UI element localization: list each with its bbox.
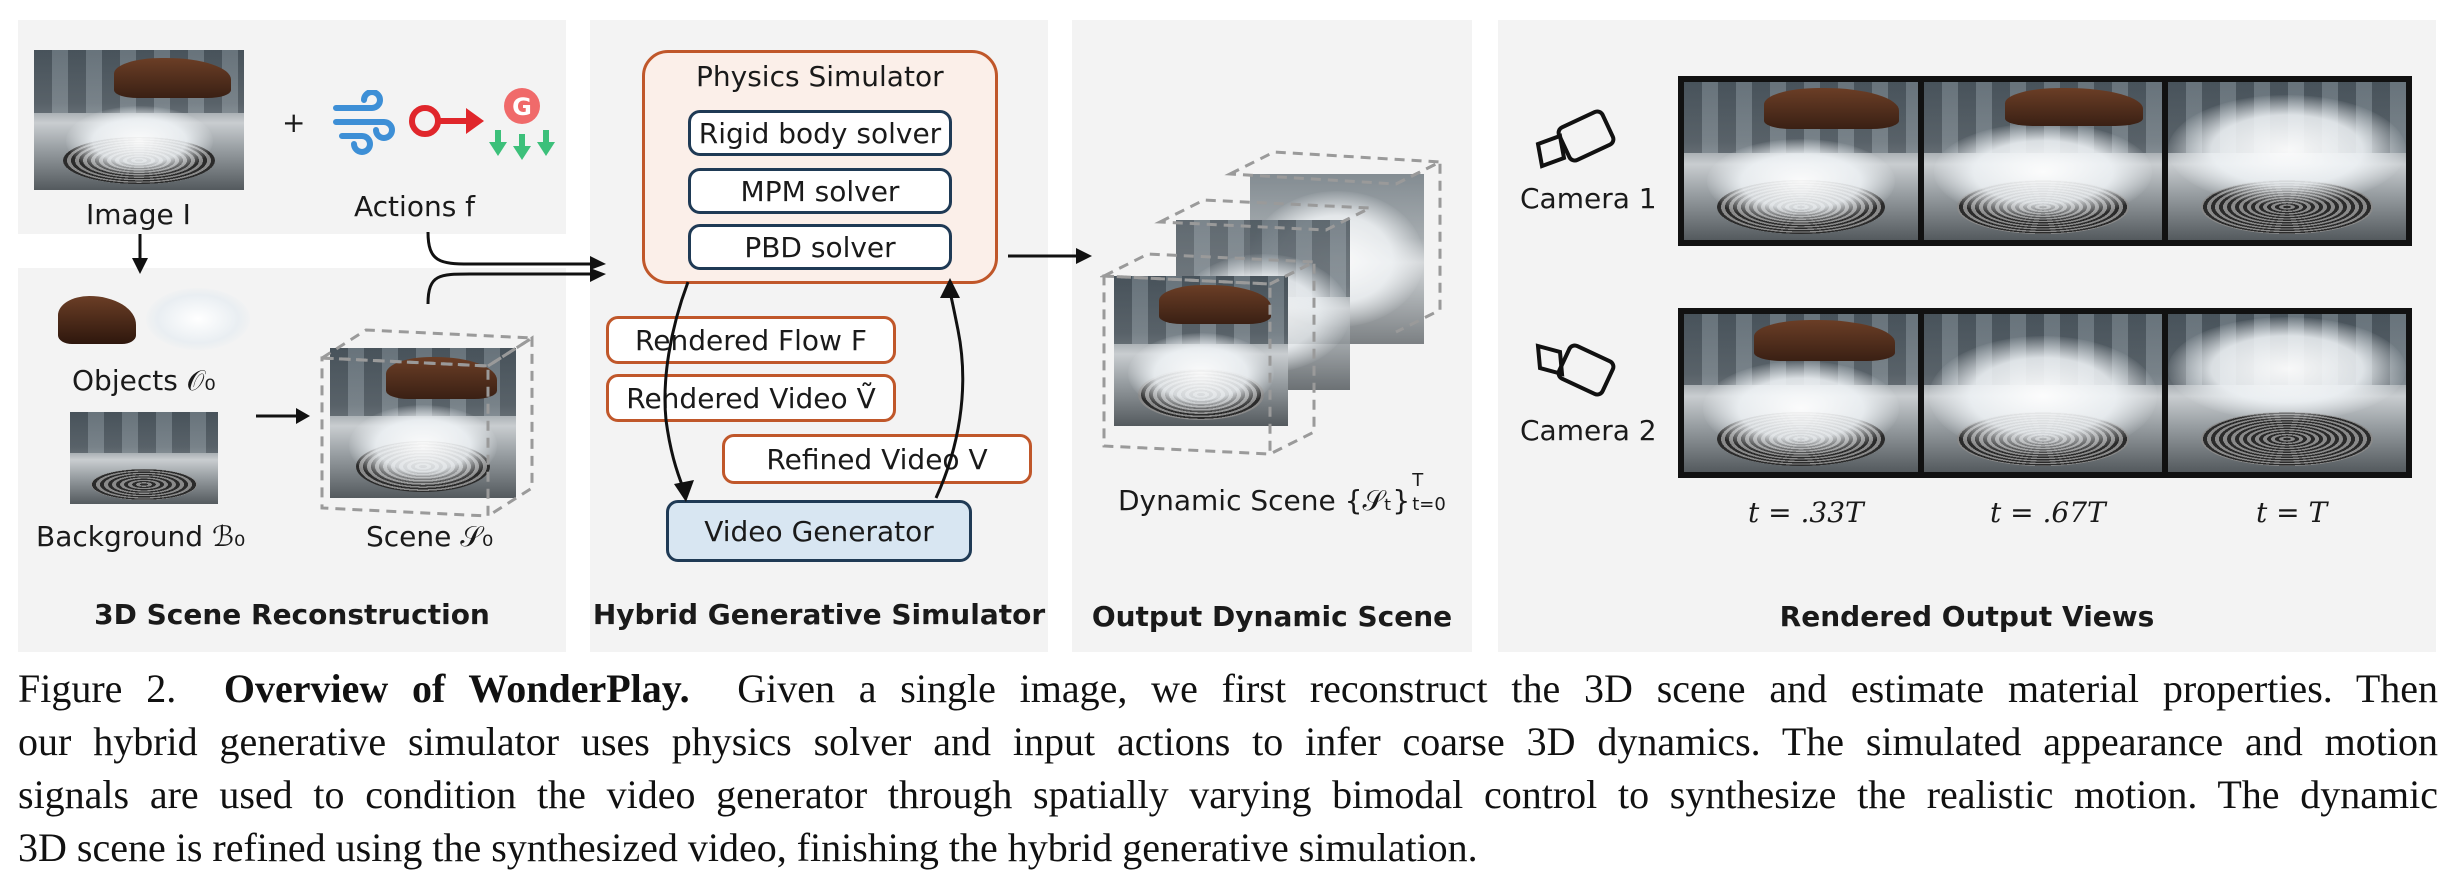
caption-line-1: Figure 2. Overview of WonderPlay. Given …: [18, 662, 2438, 715]
arrow-to-output: [1008, 248, 1092, 264]
camera-2-frame-2: [1924, 314, 2162, 472]
time-label-3: t = T: [2256, 496, 2328, 529]
dynamic-scene-frame-1: [1114, 276, 1288, 426]
figure-caption: Figure 2. Overview of WonderPlay. Given …: [18, 662, 2438, 874]
camera-1-frame-3: [2168, 82, 2406, 240]
dynamic-scene-sub: t=0: [1412, 494, 1446, 515]
actions-label: Actions f: [354, 190, 476, 223]
background-image: [70, 412, 218, 504]
arrow-image-to-objects: [132, 234, 148, 274]
caption-prefix: Figure 2.: [18, 666, 177, 711]
time-label-2: t = .67T: [1990, 496, 2106, 529]
camera-1-filmstrip: [1678, 76, 2412, 246]
force-arrow-icon: [409, 105, 484, 137]
scene-label: Scene 𝒮₀: [366, 520, 494, 553]
section-title-output: Output Dynamic Scene: [1091, 600, 1453, 633]
caption-line-2: our hybrid generative simulator uses phy…: [18, 719, 2438, 764]
dynamic-scene-text: Dynamic Scene {𝒮ₜ}: [1118, 484, 1411, 517]
smoke-object: [146, 288, 250, 350]
video-generator-box: Video Generator: [666, 500, 972, 562]
rigid-body-solver: Rigid body solver: [688, 110, 952, 156]
objects-label: Objects 𝒪₀: [72, 364, 216, 397]
input-image: [34, 50, 244, 190]
mpm-solver: MPM solver: [688, 168, 952, 214]
time-label-1: t = .33T: [1748, 496, 1864, 529]
scene-s0-image: [330, 348, 516, 498]
shoe-object: [58, 296, 136, 344]
caption-bold-title: Overview of WonderPlay.: [223, 666, 690, 711]
dynamic-scene-stack: [1100, 150, 1446, 460]
physics-simulator-title: Physics Simulator: [696, 60, 944, 93]
refined-video-box: Refined Video V: [722, 434, 1032, 484]
camera-1-icon: [1535, 109, 1616, 169]
arrow-to-scene: [256, 408, 310, 424]
camera-2-frame-1: [1684, 314, 1918, 472]
section-title-views: Rendered Output Views: [1779, 600, 2155, 633]
camera-2-filmstrip: [1678, 308, 2412, 478]
rendered-video-box: Rendered Video Ṽ: [606, 374, 896, 422]
pbd-solver: PBD solver: [688, 224, 952, 270]
svg-text:G: G: [512, 93, 532, 121]
caption-line-4: 3D scene is refined using the synthesize…: [18, 825, 1478, 870]
gravity-icon: G: [489, 88, 555, 160]
arrows-into-simulator: [426, 231, 606, 305]
camera-1-frame-1: [1684, 82, 1918, 240]
wind-icon: [333, 90, 395, 155]
camera-2-label: Camera 2: [1520, 414, 1657, 447]
camera-2-icon: [1535, 343, 1616, 397]
simulator-loop-arrows: [663, 278, 965, 502]
camera-1-label: Camera 1: [1520, 182, 1657, 215]
dynamic-scene-sup: T: [1412, 470, 1424, 491]
caption-text-1: Given a single image, we first reconstru…: [737, 666, 2439, 711]
section-title-reconstruction: 3D Scene Reconstruction: [94, 598, 490, 631]
image-label: Image I: [86, 198, 191, 231]
rendered-flow-box: Rendered Flow F: [606, 316, 896, 364]
scene-s0-cube: [317, 328, 537, 518]
background-label: Background ℬ₀: [36, 520, 246, 553]
plus-sign: +: [282, 106, 306, 139]
caption-line-3: signals are used to condition the video …: [18, 772, 2438, 817]
camera-2-frame-3: [2168, 314, 2406, 472]
camera-1-frame-2: [1924, 82, 2162, 240]
section-title-hybrid: Hybrid Generative Simulator: [592, 598, 1046, 631]
